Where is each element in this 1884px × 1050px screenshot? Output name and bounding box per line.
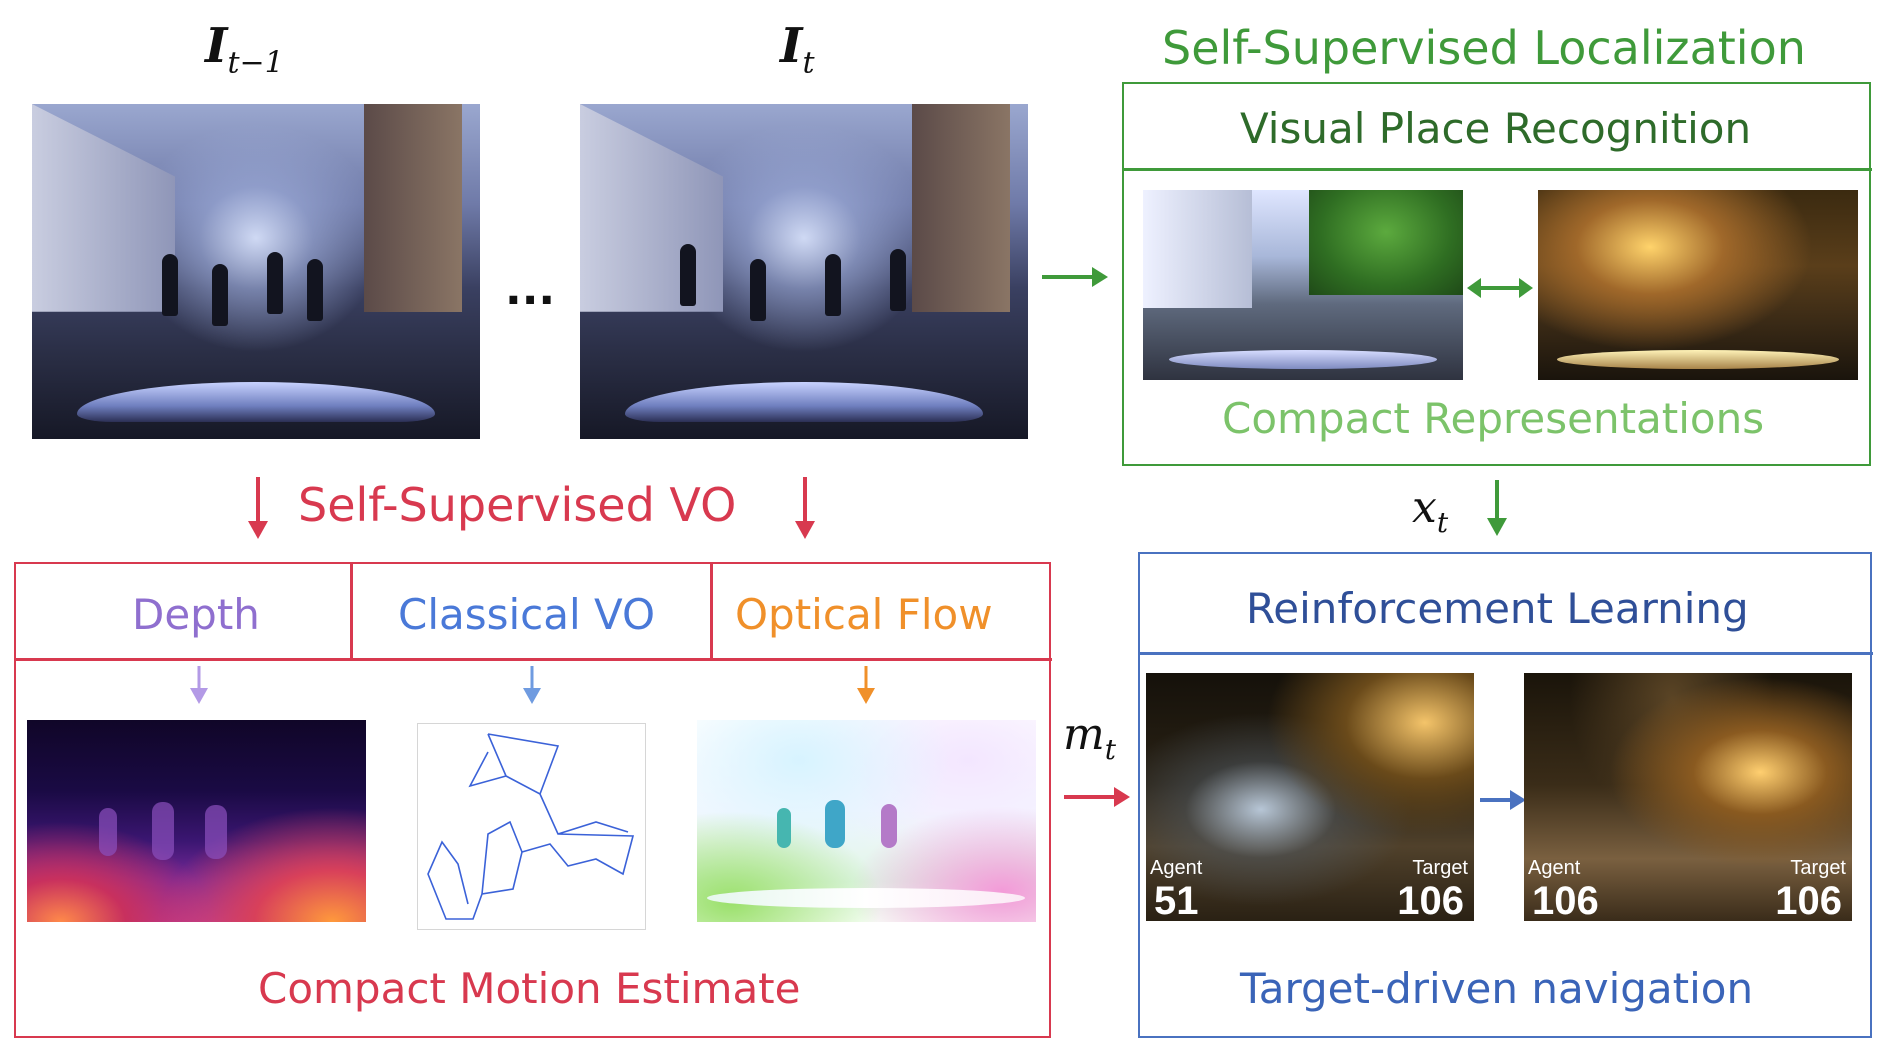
- match-double-arrow: [1467, 278, 1533, 298]
- optical-flow-label: Optical Flow: [735, 590, 993, 639]
- vpr-label: Visual Place Recognition: [1240, 104, 1752, 153]
- arrow-right-to-localization: [1042, 267, 1108, 287]
- vpr-reference-image: [1538, 190, 1858, 380]
- rl-right-agent-label: Agent: [1528, 857, 1581, 879]
- arrow-down-to-rl: [1487, 480, 1507, 536]
- vo-title: Self-Supervised VO: [298, 478, 737, 532]
- vo-box: [14, 562, 1051, 1038]
- vo-col-sep-1: [350, 562, 353, 658]
- rl-right-target-value: 106: [1775, 879, 1842, 921]
- rl-title: Reinforcement Learning: [1246, 584, 1749, 633]
- vpr-query-image: [1143, 190, 1463, 380]
- rl-divider: [1138, 652, 1873, 655]
- rl-left-agent-label: Agent: [1150, 857, 1203, 879]
- vo-col-sep-2: [710, 562, 713, 658]
- arrow-down-vo-left: [248, 477, 268, 539]
- arrow-depth: [190, 666, 208, 704]
- rl-left-target-label: Target: [1412, 857, 1468, 879]
- rl-left-agent-value: 51: [1154, 879, 1199, 921]
- rl-agent-view-left: Agent 51 Target 106: [1146, 673, 1474, 921]
- optical-flow-image: [697, 720, 1036, 922]
- localization-divider: [1122, 168, 1872, 171]
- depth-label: Depth: [132, 590, 260, 639]
- compact-representations-label: Compact Representations: [1222, 394, 1765, 443]
- frame-title-prev: It−1: [205, 18, 284, 81]
- ellipsis: ...: [505, 264, 556, 315]
- trajectory-path: [427, 733, 635, 920]
- arrow-classical-vo: [523, 666, 541, 704]
- rl-step-arrow: [1480, 790, 1526, 810]
- frame-image-curr: [580, 104, 1028, 439]
- rl-box: [1138, 552, 1872, 1038]
- localization-box: [1122, 82, 1871, 466]
- var-m: mt: [1063, 709, 1116, 766]
- rl-right-target-label: Target: [1790, 857, 1846, 879]
- var-x: xt: [1412, 482, 1449, 539]
- arrow-optical-flow: [857, 666, 875, 704]
- arrow-down-vo-right: [795, 477, 815, 539]
- rl-agent-view-right: Agent 106 Target 106: [1524, 673, 1852, 921]
- rl-left-target-value: 106: [1397, 879, 1464, 921]
- target-driven-navigation-label: Target-driven navigation: [1240, 964, 1754, 1013]
- rl-right-agent-value: 106: [1532, 879, 1599, 921]
- vo-divider: [14, 658, 1052, 661]
- localization-title: Self-Supervised Localization: [1162, 21, 1806, 75]
- classical-vo-trajectory-image: [417, 723, 646, 930]
- arrow-right-to-rl: [1064, 787, 1130, 807]
- frame-title-curr: It: [780, 18, 815, 81]
- depth-map-image: [27, 720, 366, 922]
- classical-vo-label: Classical VO: [398, 590, 656, 639]
- compact-motion-estimate-label: Compact Motion Estimate: [258, 964, 801, 1013]
- frame-image-prev: [32, 104, 480, 439]
